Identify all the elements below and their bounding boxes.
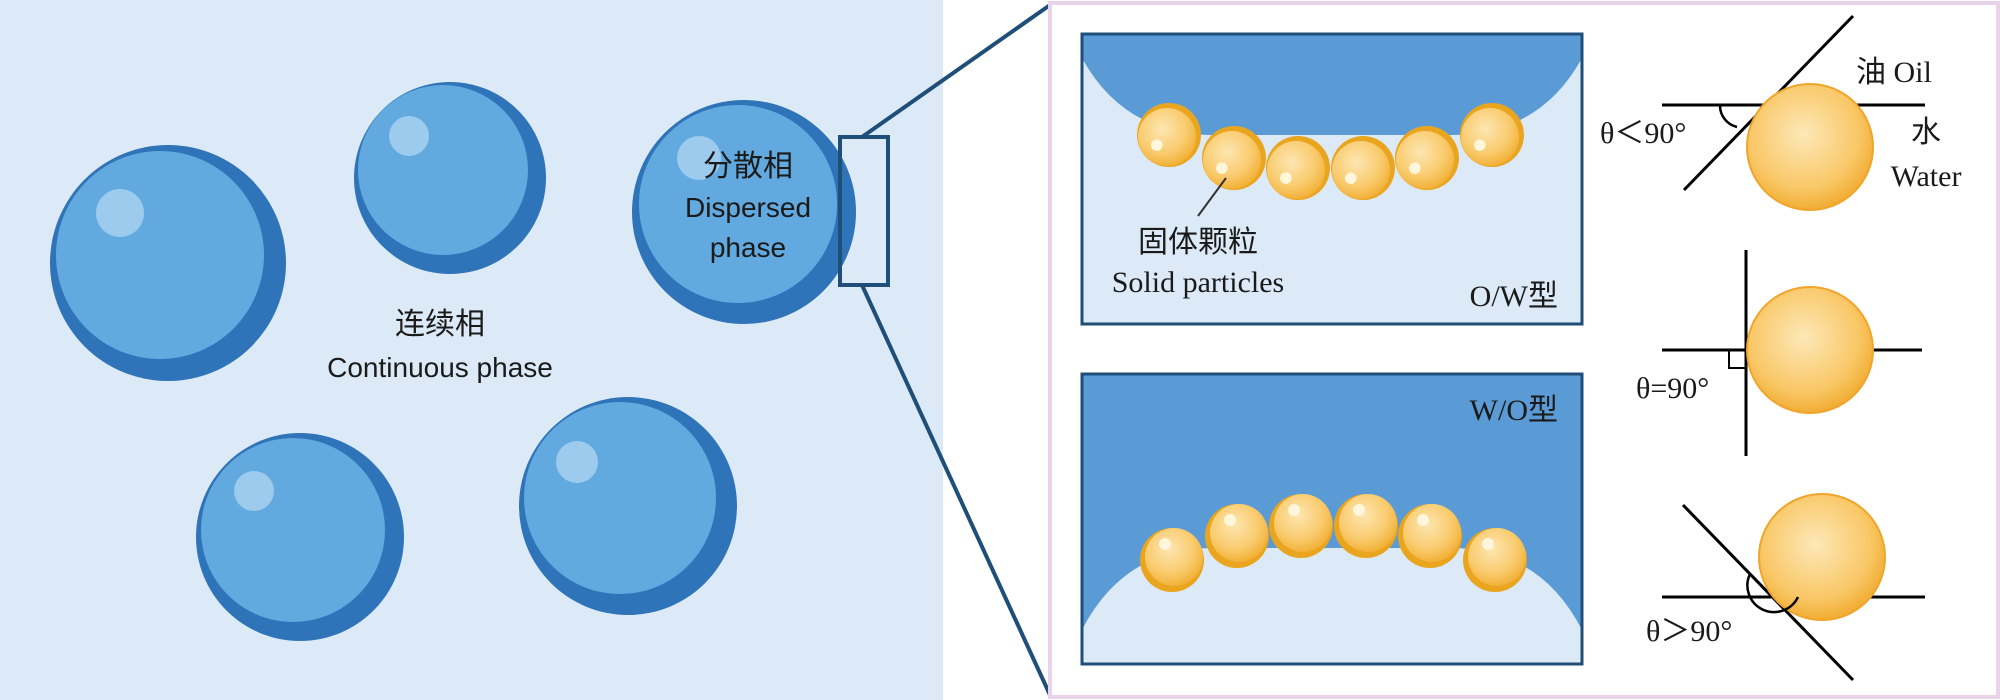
ow-particle-chain [1137, 103, 1524, 200]
ow-oil-droplet-surface [1082, 34, 1582, 135]
ow-particle-3 [1266, 136, 1330, 200]
ow-particle-4 [1331, 136, 1395, 200]
angle-gt-90-label: θ＞90° [1646, 615, 1732, 648]
droplet-5 [519, 397, 737, 615]
ow-particle-1 [1137, 103, 1201, 167]
zoom-connector-top [860, 3, 1052, 139]
wo-particle-5 [1398, 504, 1462, 568]
continuous-phase-panel: 分散相 Dispersed phase 连续相 Continuous phase [0, 0, 943, 700]
wo-particle-4 [1334, 494, 1398, 558]
droplet-highlight [234, 471, 274, 511]
continuous-phase-label-cn: 连续相 [395, 308, 485, 341]
angle-arc [1718, 104, 1738, 129]
water-label-cn: 水 [1911, 116, 1941, 149]
droplet-1 [50, 145, 286, 381]
droplet-highlight [389, 116, 429, 156]
dispersed-phase-label-cn: 分散相 [703, 150, 793, 183]
ow-particle-6 [1460, 103, 1524, 167]
dispersed-phase-label-en-2: phase [710, 232, 786, 263]
ow-particle-5 [1395, 126, 1459, 190]
wo-water-droplet-surface [1082, 548, 1582, 664]
tangent-line [1681, 503, 1855, 682]
wo-emulsion-panel: W/O型 [1080, 372, 1584, 666]
wo-particle-3 [1269, 494, 1333, 558]
angle-arc [1746, 573, 1800, 614]
zoom-indicator [838, 3, 1052, 696]
contact-angle-lt-90: 油 Oil 水 Water θ＜90° [1600, 14, 1962, 211]
contact-angle-gt-90: θ＞90° [1646, 493, 1925, 682]
solid-particles-leader [1197, 177, 1227, 217]
wo-particle-6 [1463, 528, 1527, 592]
ow-emulsion-panel: 固体颗粒 Solid particles O/W型 [1080, 32, 1584, 326]
droplet-3 [632, 100, 856, 324]
oil-label: 油 Oil [1856, 56, 1932, 89]
droplet-2 [354, 82, 546, 274]
droplet-highlight [556, 441, 598, 483]
wo-particle-chain [1140, 494, 1527, 592]
wo-type-label: W/O型 [1470, 394, 1558, 427]
wo-particle-1 [1140, 528, 1204, 592]
droplet-highlight [677, 136, 721, 180]
ow-particle-2 [1202, 126, 1266, 190]
droplet-highlight [96, 189, 144, 237]
dispersed-phase-label-en-1: Dispersed [685, 192, 811, 223]
droplet-4 [196, 433, 404, 641]
wo-particle-2 [1205, 504, 1269, 568]
particle-ball [1758, 493, 1886, 621]
solid-particles-label-en: Solid particles [1112, 266, 1284, 299]
ow-type-label: O/W型 [1470, 280, 1558, 313]
water-label-en: Water [1891, 160, 1962, 193]
solid-particles-label-cn: 固体颗粒 [1138, 226, 1258, 259]
right-angle-mark [1728, 350, 1746, 369]
particle-ball [1746, 83, 1874, 211]
zoom-connector-bottom [860, 284, 1052, 696]
continuous-phase-label-en: Continuous phase [327, 352, 553, 383]
contact-angle-eq-90: θ=90° [1636, 250, 1922, 456]
particle-ball [1746, 286, 1874, 414]
angle-eq-90-label: θ=90° [1636, 372, 1709, 405]
angle-lt-90-label: θ＜90° [1600, 117, 1686, 150]
